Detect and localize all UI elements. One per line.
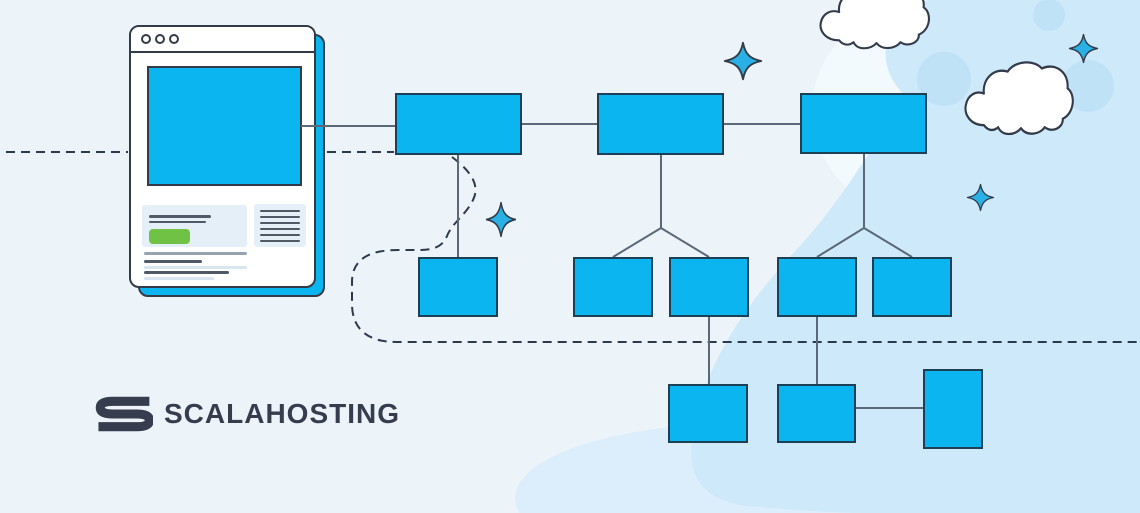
sitemap-node — [777, 257, 857, 317]
sitemap-node — [418, 257, 498, 317]
scalahosting-s-icon — [95, 396, 153, 432]
sparkle-icon — [485, 201, 517, 238]
sitemap-node — [923, 369, 983, 449]
sparkle-icon — [1068, 33, 1099, 64]
cta-button-placeholder — [149, 229, 190, 244]
sitemap-node — [669, 257, 749, 317]
bubble-circle — [1062, 60, 1114, 112]
sparkle-icon — [723, 41, 763, 81]
browser-dot-icon — [169, 34, 179, 44]
cloud-icon — [964, 61, 1074, 136]
sitemap-node — [597, 93, 724, 155]
sitemap-node — [395, 93, 522, 155]
sitemap-node — [777, 384, 856, 443]
cloud-icon — [819, 0, 930, 50]
sitemap-node — [800, 93, 927, 154]
browser-window-mockup — [129, 25, 316, 288]
brand-logo: SCALAHOSTING — [93, 394, 400, 434]
hero-image-placeholder — [147, 66, 302, 186]
browser-dot-icon — [141, 34, 151, 44]
bubble-circle — [1033, 0, 1065, 31]
browser-dot-icon — [155, 34, 165, 44]
sparkle-icon — [966, 183, 995, 212]
sitemap-node — [573, 257, 653, 317]
connector-line-hero — [301, 125, 396, 127]
connector-line — [612, 155, 710, 258]
sitemap-node — [872, 257, 952, 317]
content-card-right — [254, 204, 306, 247]
browser-titlebar — [131, 27, 314, 53]
brand-name: SCALAHOSTING — [164, 398, 400, 429]
connector-line — [816, 154, 913, 258]
sitemap-node — [668, 384, 748, 443]
content-card-left — [142, 205, 247, 247]
